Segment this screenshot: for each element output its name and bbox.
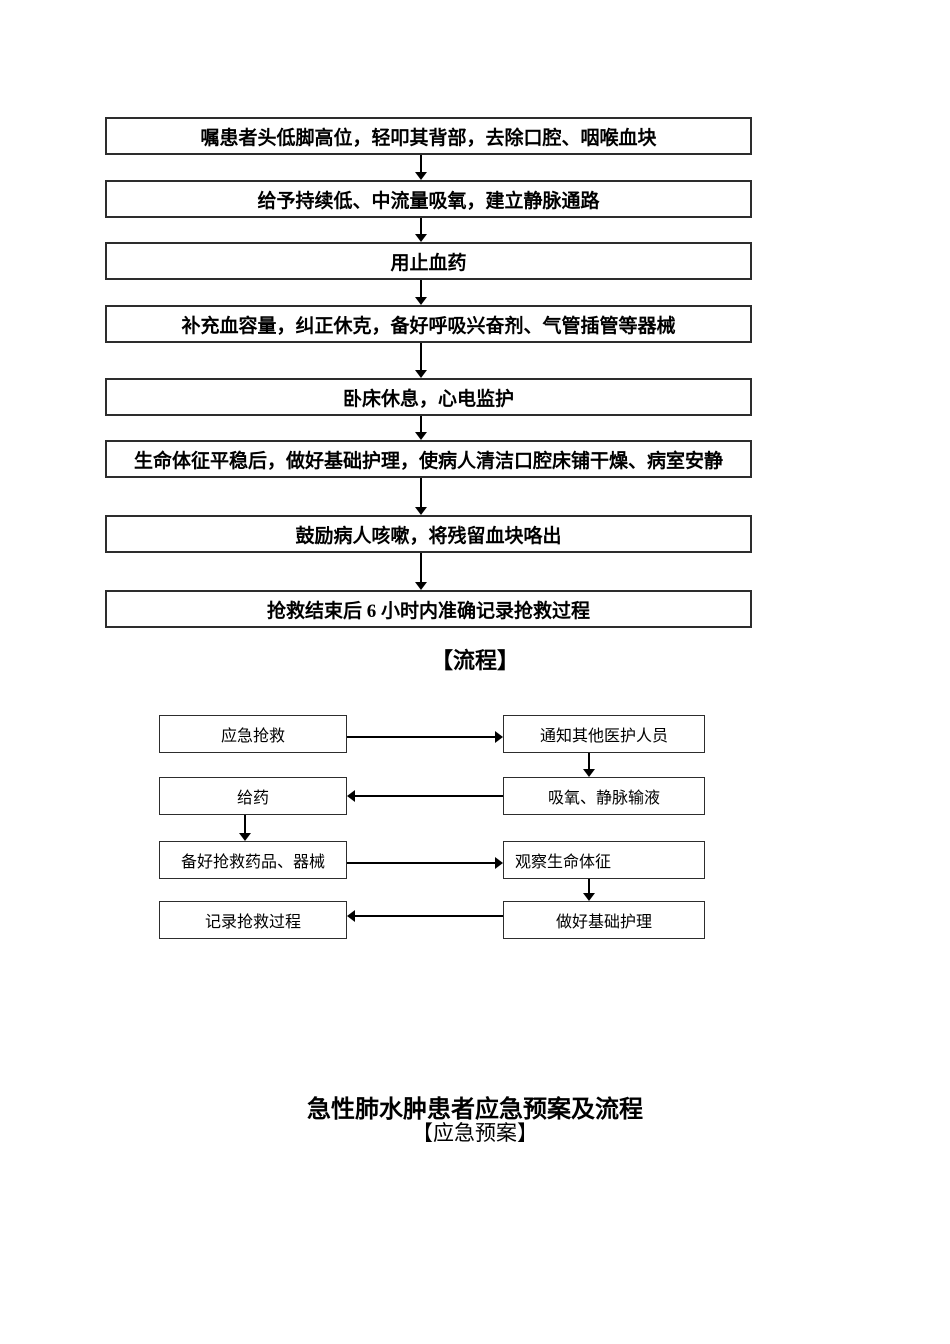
left-arrow-connector xyxy=(347,790,503,802)
flow-step-box: 给予持续低、中流量吸氧，建立静脉通路 xyxy=(105,180,752,218)
down-arrow-connector xyxy=(415,155,427,180)
flow-step-box: 嘱患者头低脚高位，轻叩其背部，去除口腔、咽喉血块 xyxy=(105,117,752,155)
process-box: 观察生命体征 xyxy=(503,841,705,879)
section-heading-process: 【流程】 xyxy=(430,648,519,673)
down-arrow-connector xyxy=(583,879,595,901)
process-box: 给药 xyxy=(159,777,347,815)
flow-step-box: 生命体征平稳后，做好基础护理，使病人清洁口腔床铺干燥、病室安静 xyxy=(105,440,752,478)
section-heading-emergency-plan: 【应急预案】 xyxy=(412,1121,538,1145)
process-box: 应急抢救 xyxy=(159,715,347,753)
down-arrow-connector xyxy=(415,280,427,305)
flow-step-box: 鼓励病人咳嗽，将残留血块咯出 xyxy=(105,515,752,553)
down-arrow-connector xyxy=(583,753,595,777)
next-section-title: 急性肺水肿患者应急预案及流程 xyxy=(307,1097,643,1123)
down-arrow-connector xyxy=(415,553,427,590)
down-arrow-connector xyxy=(415,478,427,515)
flow-step-box: 抢救结束后 6 小时内准确记录抢救过程 xyxy=(105,590,752,628)
process-box: 记录抢救过程 xyxy=(159,901,347,939)
down-arrow-connector xyxy=(239,815,251,841)
process-box: 吸氧、静脉输液 xyxy=(503,777,705,815)
flow-step-box: 卧床休息，心电监护 xyxy=(105,378,752,416)
flow-step-box: 补充血容量，纠正休克，备好呼吸兴奋剂、气管插管等器械 xyxy=(105,305,752,343)
down-arrow-connector xyxy=(415,343,427,378)
flow-step-box: 用止血药 xyxy=(105,242,752,280)
right-arrow-connector xyxy=(347,857,503,869)
process-box: 通知其他医护人员 xyxy=(503,715,705,753)
right-arrow-connector xyxy=(347,731,503,743)
down-arrow-connector xyxy=(415,416,427,440)
left-arrow-connector xyxy=(347,910,503,922)
process-box: 备好抢救药品、器械 xyxy=(159,841,347,879)
process-box: 做好基础护理 xyxy=(503,901,705,939)
down-arrow-connector xyxy=(415,218,427,242)
